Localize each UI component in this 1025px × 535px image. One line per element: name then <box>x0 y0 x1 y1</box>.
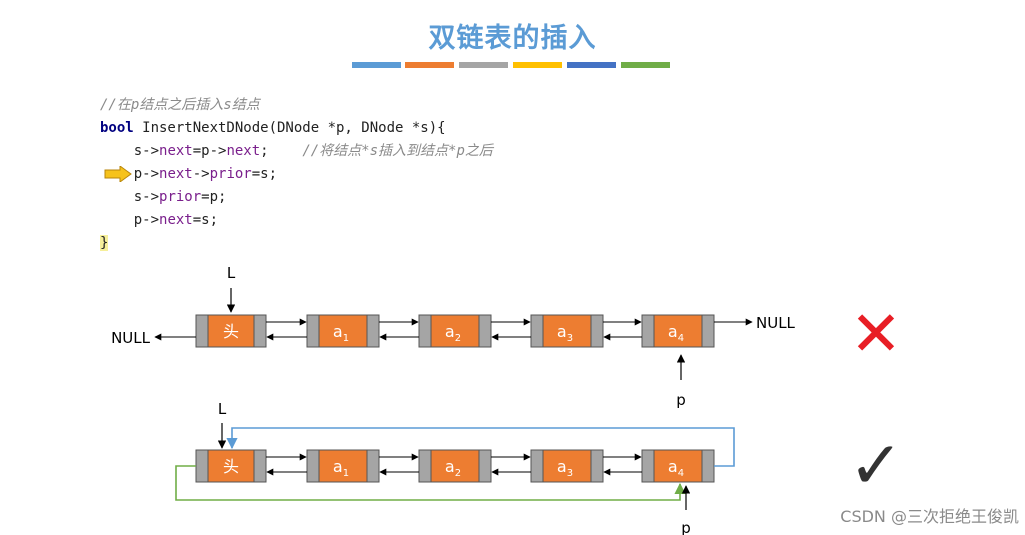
code-text: =s; <box>192 212 219 228</box>
field-next: next <box>159 166 193 182</box>
list-bottom: L 头 a1 a2 a3 a4 p ✓ <box>175 400 904 535</box>
field-prior: prior <box>159 189 202 205</box>
node-data-field <box>430 449 480 483</box>
node-label: a2 <box>445 322 461 344</box>
node-next-field <box>253 314 267 348</box>
node-next-field <box>590 314 604 348</box>
node-prior-field <box>530 314 544 348</box>
slide-title: 双链表的插入 <box>428 23 597 54</box>
tail-next-to-head-link <box>226 427 735 467</box>
title-bar-segment <box>567 62 616 68</box>
title-bar-segment <box>352 62 401 68</box>
node-next-field <box>478 314 492 348</box>
node-prior-field <box>418 449 432 483</box>
wrong-mark-icon: ✕ <box>850 297 902 370</box>
code-text: ; <box>260 143 303 159</box>
title-bar-segment <box>513 62 562 68</box>
node-next-field <box>478 449 492 483</box>
code-text: p-> <box>133 166 160 182</box>
code-text: s-> <box>100 189 160 205</box>
code-text: p-> <box>100 212 160 228</box>
code-text: -> <box>192 166 210 182</box>
node-prior-field <box>306 314 320 348</box>
list-node: a3 <box>530 449 604 483</box>
code-text: =s; <box>251 166 278 182</box>
node-label: a2 <box>445 457 461 479</box>
node-next-field <box>253 449 267 483</box>
field-next: next <box>226 143 261 159</box>
head-prior-to-tail-link <box>175 465 686 501</box>
node-data-field <box>653 314 703 348</box>
keyword: bool <box>100 120 134 136</box>
list-node: a2 <box>418 449 492 483</box>
null-left-label: NULL <box>111 329 151 347</box>
code-text: =p; <box>201 189 227 205</box>
field-prior: prior <box>209 166 252 182</box>
title-bar-segment <box>405 62 454 68</box>
field-next: next <box>159 143 193 159</box>
node-label: a3 <box>557 457 573 479</box>
node-next-field <box>590 449 604 483</box>
list-top: L 头 a1 a2 a3 a4 NULL NULL p ✕ <box>111 264 902 409</box>
current-line-arrow-icon <box>104 166 132 182</box>
node-label: a3 <box>557 322 573 344</box>
code-text: =p-> <box>192 143 227 159</box>
code-text: InsertNextDNode(DNode *p, DNode *s){ <box>133 120 446 136</box>
list-node: a2 <box>418 314 492 348</box>
node-label: a4 <box>668 322 684 344</box>
code-text: s-> <box>100 143 160 159</box>
node-data-field <box>653 449 703 483</box>
code-line-4: s->prior=p; <box>100 186 493 209</box>
code-line-2: s->next=p->next; //将结点*s插入到结点*p之后 <box>100 140 493 163</box>
list-node: a1 <box>306 449 380 483</box>
bottom-data-nodes: a1 a2 a3 a4 <box>266 449 715 483</box>
node-data-field <box>207 449 255 483</box>
list-node: a4 <box>641 314 715 348</box>
node-prior-field <box>418 314 432 348</box>
node-prior-field <box>530 449 544 483</box>
head-label: 头 <box>223 457 239 476</box>
node-prior-field <box>195 449 209 483</box>
null-right-label: NULL <box>756 314 796 332</box>
node-label: a1 <box>333 322 349 344</box>
pointer-L-label: L <box>227 264 236 282</box>
pointer-p-label: p <box>681 519 691 535</box>
node-prior-field <box>306 449 320 483</box>
code-block: //在p结点之后插入s结点 bool InsertNextDNode(DNode… <box>100 94 493 255</box>
node-next-field <box>366 449 380 483</box>
node-label: a4 <box>668 457 684 479</box>
node-prior-field <box>641 449 655 483</box>
correct-mark-icon: ✓ <box>848 427 903 504</box>
node-label: a1 <box>333 457 349 479</box>
node-data-field <box>207 314 255 348</box>
node-prior-field <box>195 314 209 348</box>
code-line-1: bool InsertNextDNode(DNode *p, DNode *s)… <box>100 117 493 140</box>
code-line-5: p->next=s; <box>100 209 493 232</box>
node-data-field <box>318 449 368 483</box>
credit-text: CSDN @三次拒绝王俊凯 <box>840 507 1019 526</box>
code-comment: //在p结点之后插入s结点 <box>100 97 260 113</box>
list-node: a3 <box>530 314 604 348</box>
closing-brace: } <box>100 235 109 251</box>
code-line-6: } <box>100 232 493 255</box>
node-next-field <box>701 449 715 483</box>
pointer-L-label: L <box>218 400 227 418</box>
code-comment: //将结点*s插入到结点*p之后 <box>302 143 493 159</box>
head-node: 头 <box>195 314 267 348</box>
node-data-field <box>318 314 368 348</box>
list-node: a4 <box>641 449 715 483</box>
node-prior-field <box>641 314 655 348</box>
top-data-nodes: a1 a2 a3 a4 <box>266 314 715 348</box>
node-next-field <box>701 314 715 348</box>
list-node: a1 <box>306 314 380 348</box>
title-bar-segment <box>459 62 508 68</box>
field-next: next <box>159 212 193 228</box>
pointer-p-label: p <box>676 391 686 409</box>
title-bar-segment <box>621 62 670 68</box>
head-node: 头 <box>195 449 267 483</box>
node-next-field <box>366 314 380 348</box>
code-line-3: p->next->prior=s; <box>100 163 493 186</box>
head-label: 头 <box>223 322 239 341</box>
